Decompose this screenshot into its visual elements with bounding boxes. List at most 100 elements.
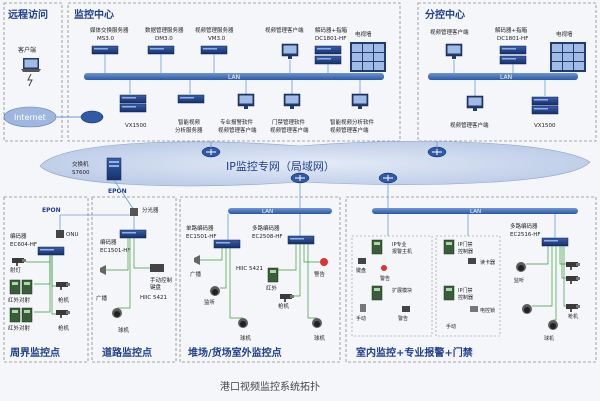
analysis-server-label-2: 分析服务器 [175, 126, 203, 134]
ip-network-section: IP监控专网（局域网） 交换机 S7600 EPON [39, 140, 591, 211]
door-ctrl-label-1: IP门禁 [458, 241, 473, 248]
yard-frame [179, 196, 341, 363]
core-switch-label-1: 交换机 [72, 160, 89, 168]
yard-dome-camera-3-icon [312, 318, 322, 328]
center-core-switch-icon [201, 146, 221, 158]
ir-beam-2b-icon [21, 307, 33, 323]
remote-section: 客户端 Internet [3, 46, 104, 128]
perimeter-gun-camera-2-icon [56, 310, 70, 318]
indoor-alarm2-label: 警告 [398, 315, 408, 322]
vx-storage-icon-2 [119, 103, 147, 113]
core-switch-s7600-icon [106, 157, 122, 181]
sub-vx-icon-2 [531, 105, 559, 115]
indoor-encoder-icon [541, 237, 569, 247]
router-icon [80, 110, 104, 124]
indoor-lan-label: LAN [470, 209, 481, 215]
indoor-dome-camera-2-icon [522, 304, 532, 314]
laptop-icon [21, 58, 41, 72]
yard-ir-icon [267, 267, 279, 283]
indoor-switch-icon [378, 172, 398, 184]
indoor-dome-label: 球机 [544, 335, 554, 342]
sub-center-title: 分控中心 [425, 8, 465, 21]
indoor-encoder-label-2: EC2516-HF [510, 232, 541, 238]
splitter-icon [130, 208, 138, 216]
tvwall-label: 电视墙 [355, 30, 372, 38]
yard-multi-encoder-label-1: 多路编码器 [252, 224, 280, 232]
indoor-alarm-icon [381, 265, 387, 271]
perimeter-encoder-label-1: 编码器 [10, 232, 27, 240]
yard-switch-icon [290, 172, 310, 184]
sub-center-section: LAN 视频管理客户端 解码器+指箱 DC1801-HF 电视墙 视频管理客户端… [428, 26, 586, 129]
analysis-client-monitor-icon [351, 93, 369, 110]
indoor-keypad-icon [358, 258, 366, 264]
splitter-label: 分光器 [142, 206, 159, 214]
indoor-manual2-label: 手动 [446, 323, 456, 330]
yard-hiic-label: HIIC 5421 [236, 266, 263, 272]
alarm-subframe [351, 235, 433, 337]
indoor-encoder-label-1: 多路编码器 [510, 222, 538, 230]
indoor-dome-camera-1-icon [516, 262, 526, 272]
perimeter-gun-camera-1-label: 枪机 [58, 296, 70, 304]
alarm-client-monitor-icon [237, 93, 255, 110]
analysis-server-icon [177, 94, 205, 104]
ir-beam-1-icon [9, 279, 21, 295]
indoor-keypad2-icon [402, 306, 410, 312]
yard-dome-label-2: 球机 [314, 334, 326, 342]
ms-server-icon [91, 45, 119, 55]
core-switch-label-2: S7600 [72, 170, 90, 176]
monitor-center-frame [67, 2, 401, 142]
indoor-gun-label: 枪机 [568, 313, 578, 320]
yard-multi-encoder-icon [287, 235, 315, 245]
yard-dome-camera-1-icon [210, 286, 220, 296]
sub-vm-client-monitor-icon [445, 43, 463, 60]
ip-alarm-label-2: 报警主机 [392, 248, 412, 255]
road-ctrl-label-1: 手动控制 [150, 276, 173, 284]
dm-label-1: 数据管理服务器 [145, 26, 184, 34]
ir-beam-2-icon [9, 307, 21, 323]
epon-label-top: EPON [108, 188, 127, 195]
sub-vm-client2-monitor-icon [466, 95, 484, 112]
wireless-icon [27, 73, 33, 87]
access-client-monitor-icon [283, 93, 301, 110]
diagram-caption: 港口视频监控系统拓扑 [220, 380, 320, 393]
onu-icon [56, 230, 64, 238]
perimeter-gun-camera-1-icon [56, 282, 70, 290]
vm-server-icon [200, 45, 228, 55]
indoor-listen-label: 监听 [514, 277, 524, 284]
alarm-client-label-2: 视频管理客户端 [218, 126, 257, 134]
vm-client-label: 视频管理客户端 [265, 26, 304, 34]
perimeter-encoder-icon [37, 246, 65, 256]
ip-door-controller-2-icon [443, 285, 455, 301]
yard-section: LAN 单路编码器 EC1501-HF 多路编码器 EC2508-HF 广播 H… [186, 183, 332, 342]
perimeter-gun-camera-2-label: 枪机 [58, 324, 70, 332]
access-client-label-1: 门禁管理软件 [272, 118, 306, 126]
remote-title: 远程访问 [8, 8, 48, 21]
indoor-manual-icon [360, 304, 366, 312]
vx-storage-icon [119, 94, 147, 104]
access-client-label-2: 视频管理客户端 [270, 126, 309, 134]
yard-gun-camera-icon [280, 294, 294, 302]
road-encoder-label-2: EC1501-HF [100, 248, 131, 254]
ip-alarm-host-icon [371, 239, 383, 255]
sub-center-frame [417, 2, 597, 142]
yard-single-encoder-icon [213, 239, 241, 249]
alarm-client-label-1: 专业报警软件 [220, 118, 254, 126]
tvwall-icon [350, 42, 386, 72]
sub-decoder-label-1: 解码器+指箱 [495, 26, 528, 34]
decoder-icon-2 [314, 55, 342, 65]
indoor-gun-camera-2-icon [566, 276, 580, 284]
indoor-manual-label: 手动 [356, 315, 366, 322]
dm-server-icon [147, 45, 175, 55]
sub-vx-icon [531, 96, 559, 106]
ip-network-label: IP监控专网（局域网） [226, 159, 335, 173]
center-lan-bar [84, 73, 384, 80]
perimeter-section: EPON 编码器 EC604-HF ONU 射灯 红外对射 红外对射 枪机 枪机 [8, 207, 130, 332]
spotlight-icon [12, 258, 26, 266]
indoor-expand-label: 扩展模块 [392, 287, 412, 294]
indoor-dome-camera-3-icon [548, 320, 558, 330]
card-reader-label: 读卡器 [480, 259, 495, 266]
sub-lan-label: LAN [500, 74, 512, 81]
yard-gun-label: 枪机 [278, 302, 290, 310]
